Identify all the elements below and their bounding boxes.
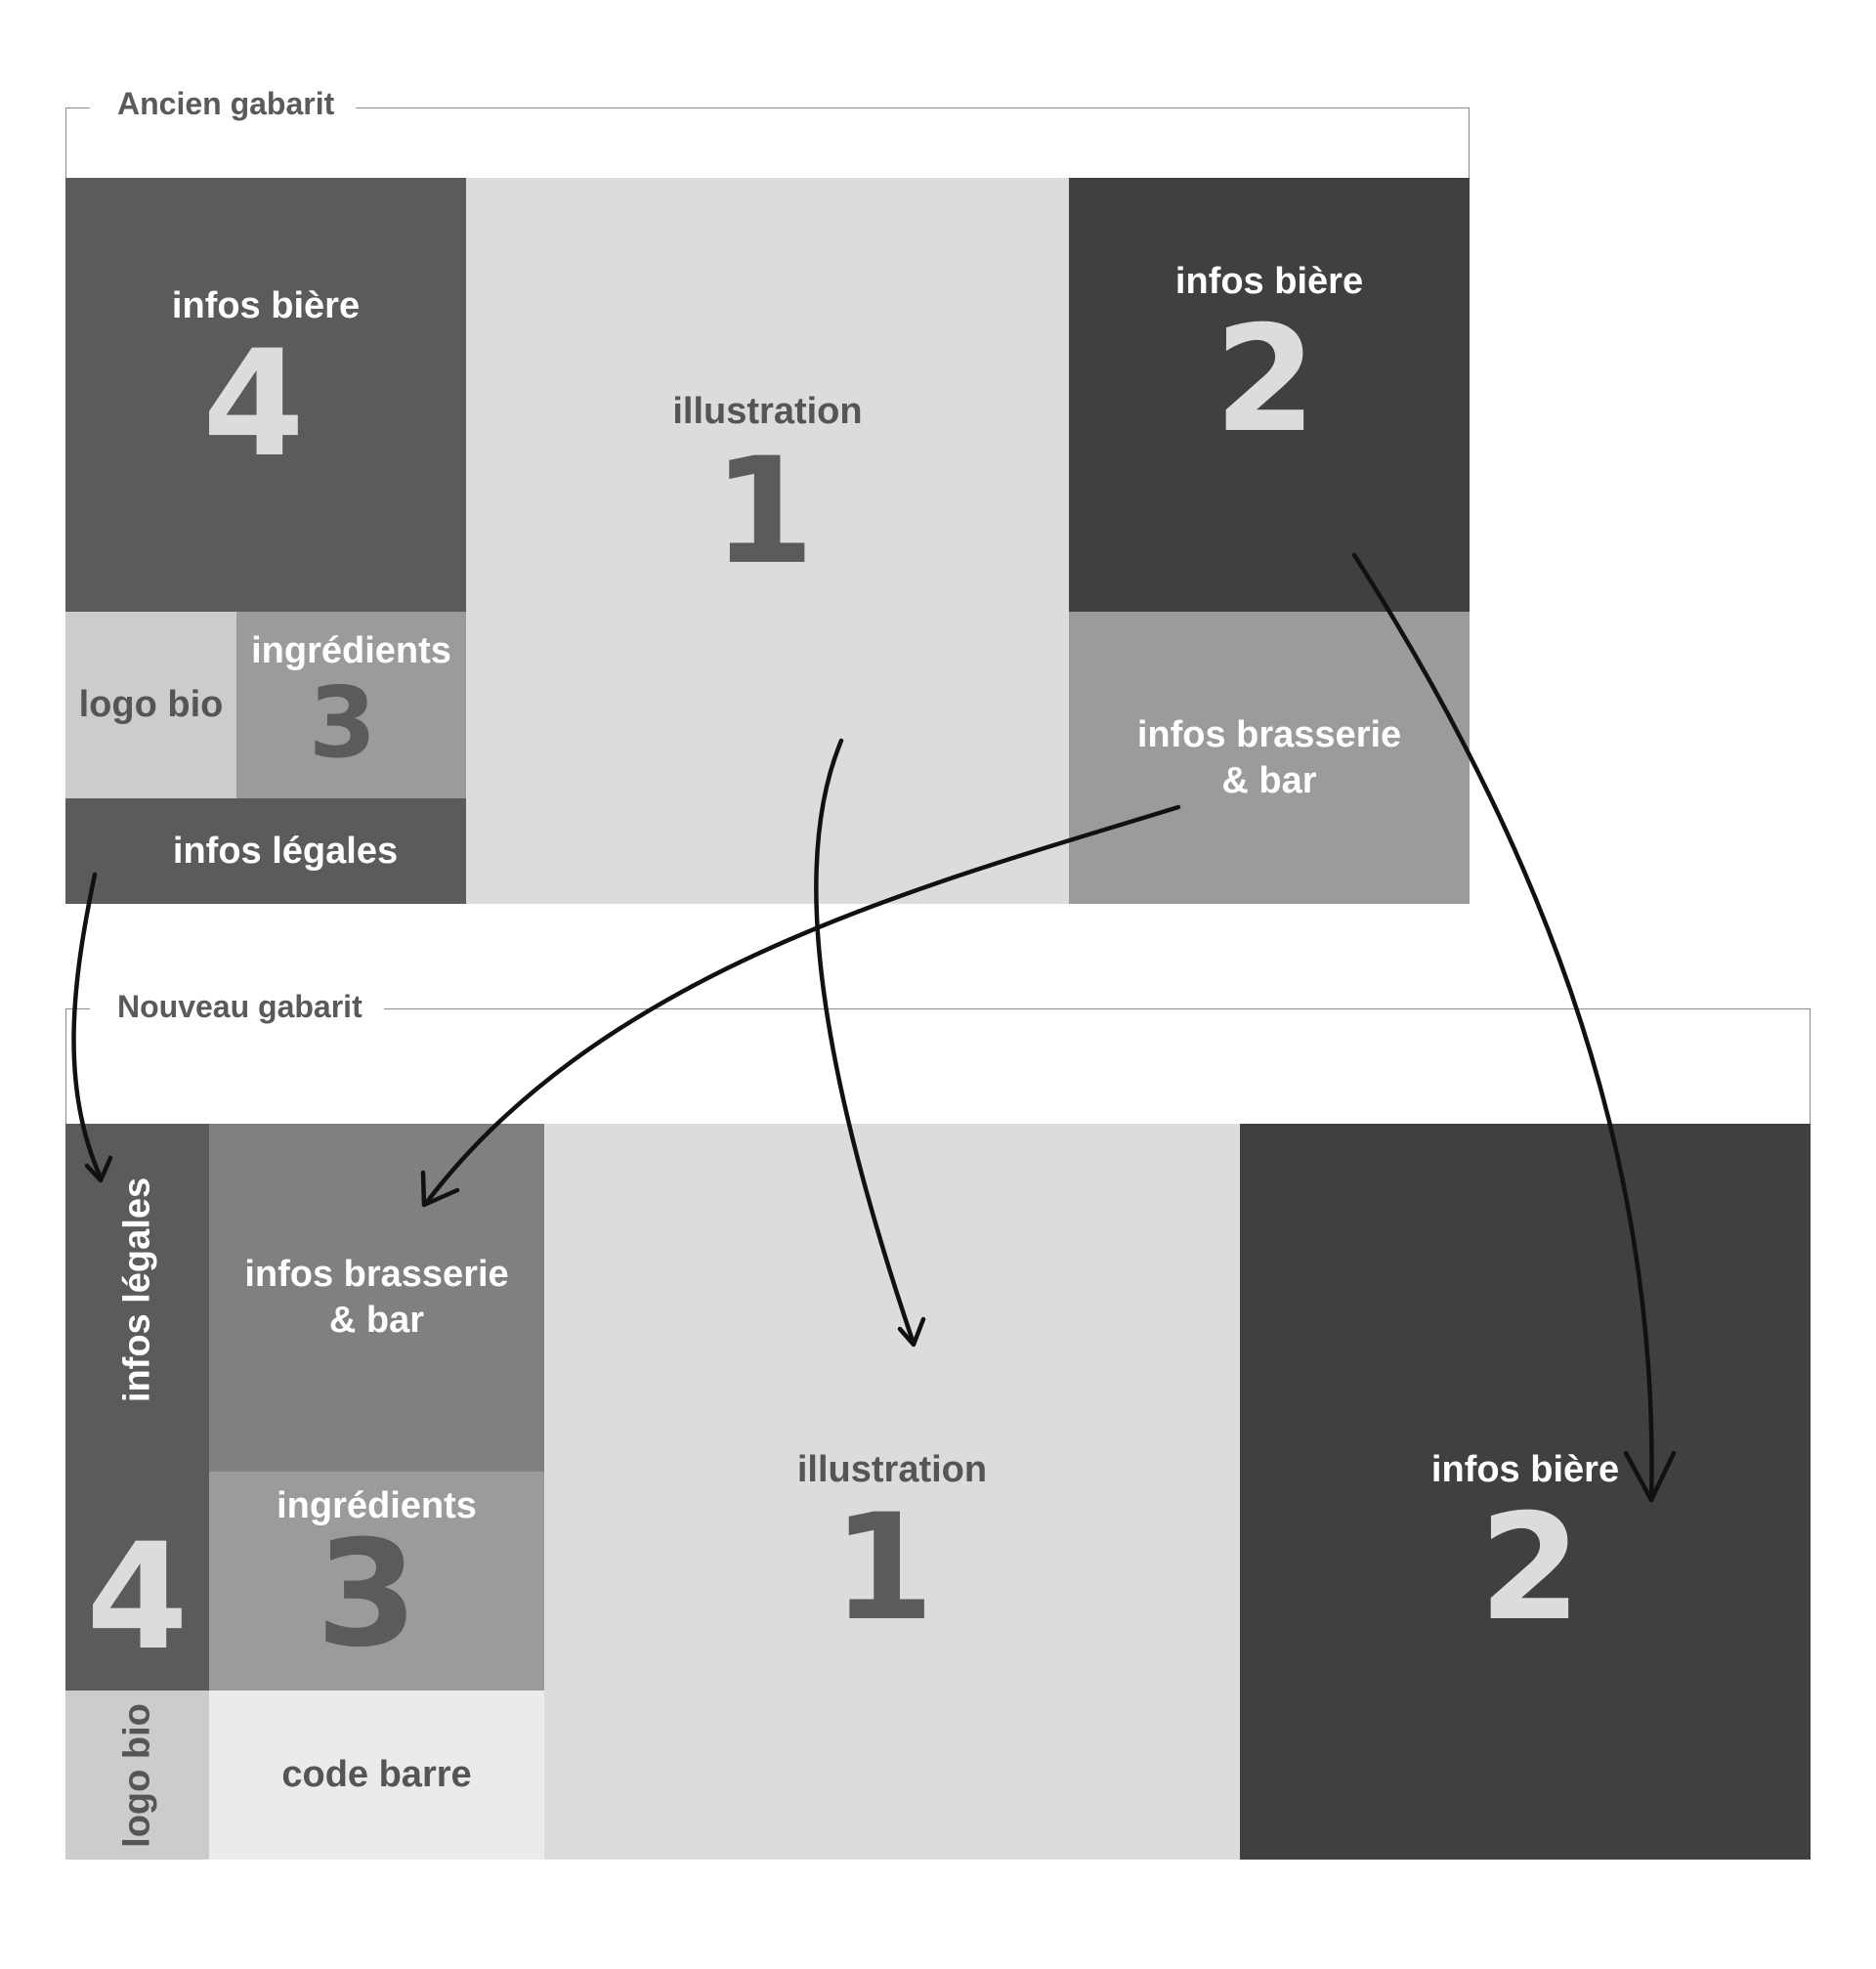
old-ingredients-number: 3	[308, 665, 377, 780]
old-brewery-info-line1: infos brasserie	[1136, 713, 1402, 755]
old-illustration-block: illustration 1	[466, 178, 1069, 904]
old-beer-info-4-block: infos bière 4	[65, 178, 466, 612]
new-ingredients-number: 3	[316, 1509, 418, 1680]
new-ingredients-block: ingrédients 3	[209, 1472, 544, 1691]
new-ingredients-label: ingrédients	[277, 1484, 477, 1526]
new-logo-bio-block: logo bio	[65, 1691, 209, 1860]
new-logo-bio-label: logo bio	[116, 1702, 157, 1848]
new-beer-info-4-number: 4	[86, 1513, 189, 1683]
new-layout-legend: Nouveau gabarit	[90, 987, 384, 1026]
old-ingredients-label: ingrédients	[251, 630, 451, 671]
new-brewery-info-line2: & bar	[328, 1300, 425, 1341]
old-beer-info-4-label: infos bière	[171, 284, 361, 326]
old-brewery-info-block: infos brasserie & bar	[1069, 612, 1470, 904]
new-illustration-number: 1	[831, 1483, 935, 1653]
old-beer-info-4-number: 4	[202, 319, 305, 490]
new-barcode-block: code barre	[209, 1691, 544, 1860]
new-illustration-block: illustration 1	[544, 1124, 1240, 1860]
old-legal-info-label: infos légales	[172, 830, 399, 872]
old-beer-info-2-label: infos bière	[1174, 260, 1364, 302]
old-beer-info-2-block: infos bière 2	[1069, 178, 1470, 612]
new-beer-info-2-block: infos bière 2	[1240, 1124, 1811, 1860]
old-ingredients-block: ingrédients 3	[236, 612, 466, 798]
new-beer-info-2-number: 2	[1478, 1483, 1582, 1653]
old-illustration-number: 1	[712, 427, 815, 597]
old-illustration-label: illustration	[672, 391, 863, 432]
new-barcode-label: code barre	[281, 1754, 472, 1795]
old-logo-bio-label: logo bio	[78, 684, 224, 725]
new-legal-info-label: infos légales	[116, 1177, 157, 1403]
new-illustration-label: illustration	[796, 1449, 988, 1490]
old-brewery-info-line2: & bar	[1221, 759, 1317, 801]
new-brewery-info-block: infos brasserie & bar	[209, 1124, 544, 1472]
new-brewery-info-line1: infos brasserie	[244, 1254, 509, 1295]
old-logo-bio-block: logo bio	[65, 612, 236, 798]
old-beer-info-2-number: 2	[1214, 294, 1317, 465]
old-legal-info-block: infos légales	[65, 798, 466, 904]
new-legal-info-block: infos légales 4	[65, 1124, 209, 1691]
old-layout-legend: Ancien gabarit	[90, 84, 357, 123]
